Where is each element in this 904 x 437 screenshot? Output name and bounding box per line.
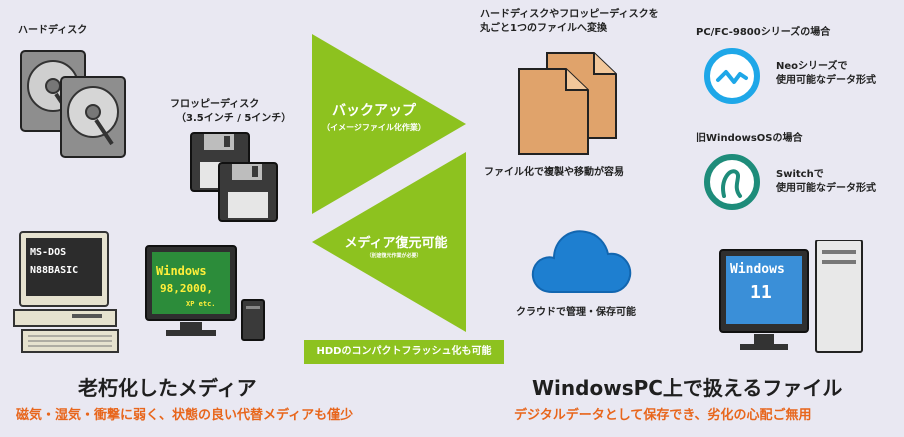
restore-title: メディア復元可能 bbox=[344, 236, 448, 251]
pc98-computer-icon bbox=[13, 231, 119, 353]
backup-subtitle: （イメージファイル化作業） bbox=[322, 123, 426, 132]
switch-line2: 使用可能なデータ形式 bbox=[776, 183, 876, 194]
neo-line2: 使用可能なデータ形式 bbox=[776, 75, 876, 86]
neo-wave-icon bbox=[716, 70, 748, 84]
pc98-format-title: PC/FC-9800シリーズの場合 bbox=[696, 27, 831, 38]
hdd-label: ハードディスク bbox=[18, 25, 88, 36]
switch-line1: Switchで bbox=[776, 169, 824, 180]
win11-screen-line2: 11 bbox=[750, 282, 772, 303]
convert-line1: ハードディスクやフロッピーディスクを bbox=[480, 9, 659, 20]
cloud-caption: クラウドで管理・保存可能 bbox=[516, 307, 636, 318]
switch-curve-icon bbox=[721, 169, 742, 198]
windows11-pc-icon bbox=[719, 240, 863, 353]
winpc-screen-line2: 98,2000, bbox=[160, 282, 213, 295]
left-subheading: 磁気・湿気・衝撃に弱く、状態の良い代替メディアも僅少 bbox=[16, 408, 354, 423]
winpc-screen-line3: XP etc. bbox=[186, 300, 216, 308]
pc98-screen-line1: MS-DOS bbox=[30, 247, 67, 258]
left-heading: 老朽化したメディア bbox=[78, 376, 257, 400]
cf-conversion-bar: HDDのコンパクトフラッシュ化も可能 bbox=[304, 340, 504, 364]
floppy-label-line2: （3.5インチ / 5インチ） bbox=[176, 113, 292, 124]
file-icon bbox=[518, 52, 617, 155]
legacy-monitor-icon bbox=[145, 245, 265, 341]
neo-line1: Neoシリーズで bbox=[776, 61, 848, 72]
cf-conversion-text: HDDのコンパクトフラッシュ化も可能 bbox=[316, 346, 492, 357]
switch-logo-icon bbox=[704, 154, 760, 210]
right-subheading: デジタルデータとして保存でき、劣化の心配ご無用 bbox=[514, 408, 812, 423]
oldwin-format-title: 旧WindowsOSの場合 bbox=[696, 133, 803, 144]
win11-screen-line1: Windows bbox=[730, 262, 785, 277]
windows11-computer: Windows 11 bbox=[718, 240, 868, 360]
convert-line2: 丸ごと1つのファイルへ変換 bbox=[480, 23, 607, 34]
backup-arrow bbox=[312, 34, 466, 214]
restore-arrow bbox=[312, 152, 466, 332]
neo-logo-icon bbox=[704, 48, 760, 104]
floppy-label-line1: フロッピーディスク bbox=[170, 99, 260, 110]
file-caption: ファイル化で複製や移動が容易 bbox=[484, 167, 624, 178]
cloud-icon bbox=[531, 230, 632, 293]
flow-arrows bbox=[312, 34, 466, 332]
floppy-disk-icon bbox=[190, 132, 278, 222]
windows-legacy-computer: Windows 98,2000, XP etc. bbox=[142, 244, 272, 342]
hard-disk-icon bbox=[20, 50, 126, 158]
pc98-computer: MS-DOS N88BASIC bbox=[12, 230, 130, 360]
pc98-screen-line2: N88BASIC bbox=[30, 265, 79, 276]
backup-title: バックアップ bbox=[332, 103, 416, 119]
winpc-screen-line1: Windows bbox=[156, 264, 207, 278]
restore-subtitle: （別途復元作業が必要） bbox=[366, 253, 422, 259]
right-heading: WindowsPC上で扱えるファイル bbox=[532, 376, 843, 400]
